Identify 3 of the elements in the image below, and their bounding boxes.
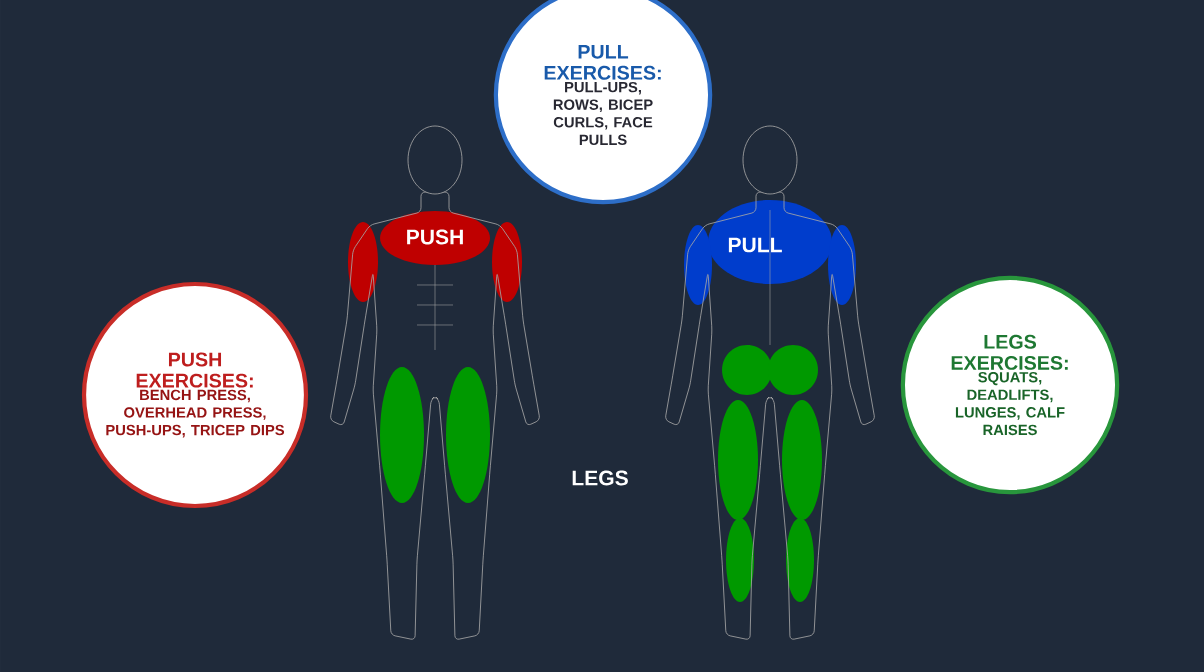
muscle-group-label: PUSH [407,229,463,245]
muscle-group-label: LEGS [572,470,628,486]
muscle-group-label: PULL [728,237,782,253]
